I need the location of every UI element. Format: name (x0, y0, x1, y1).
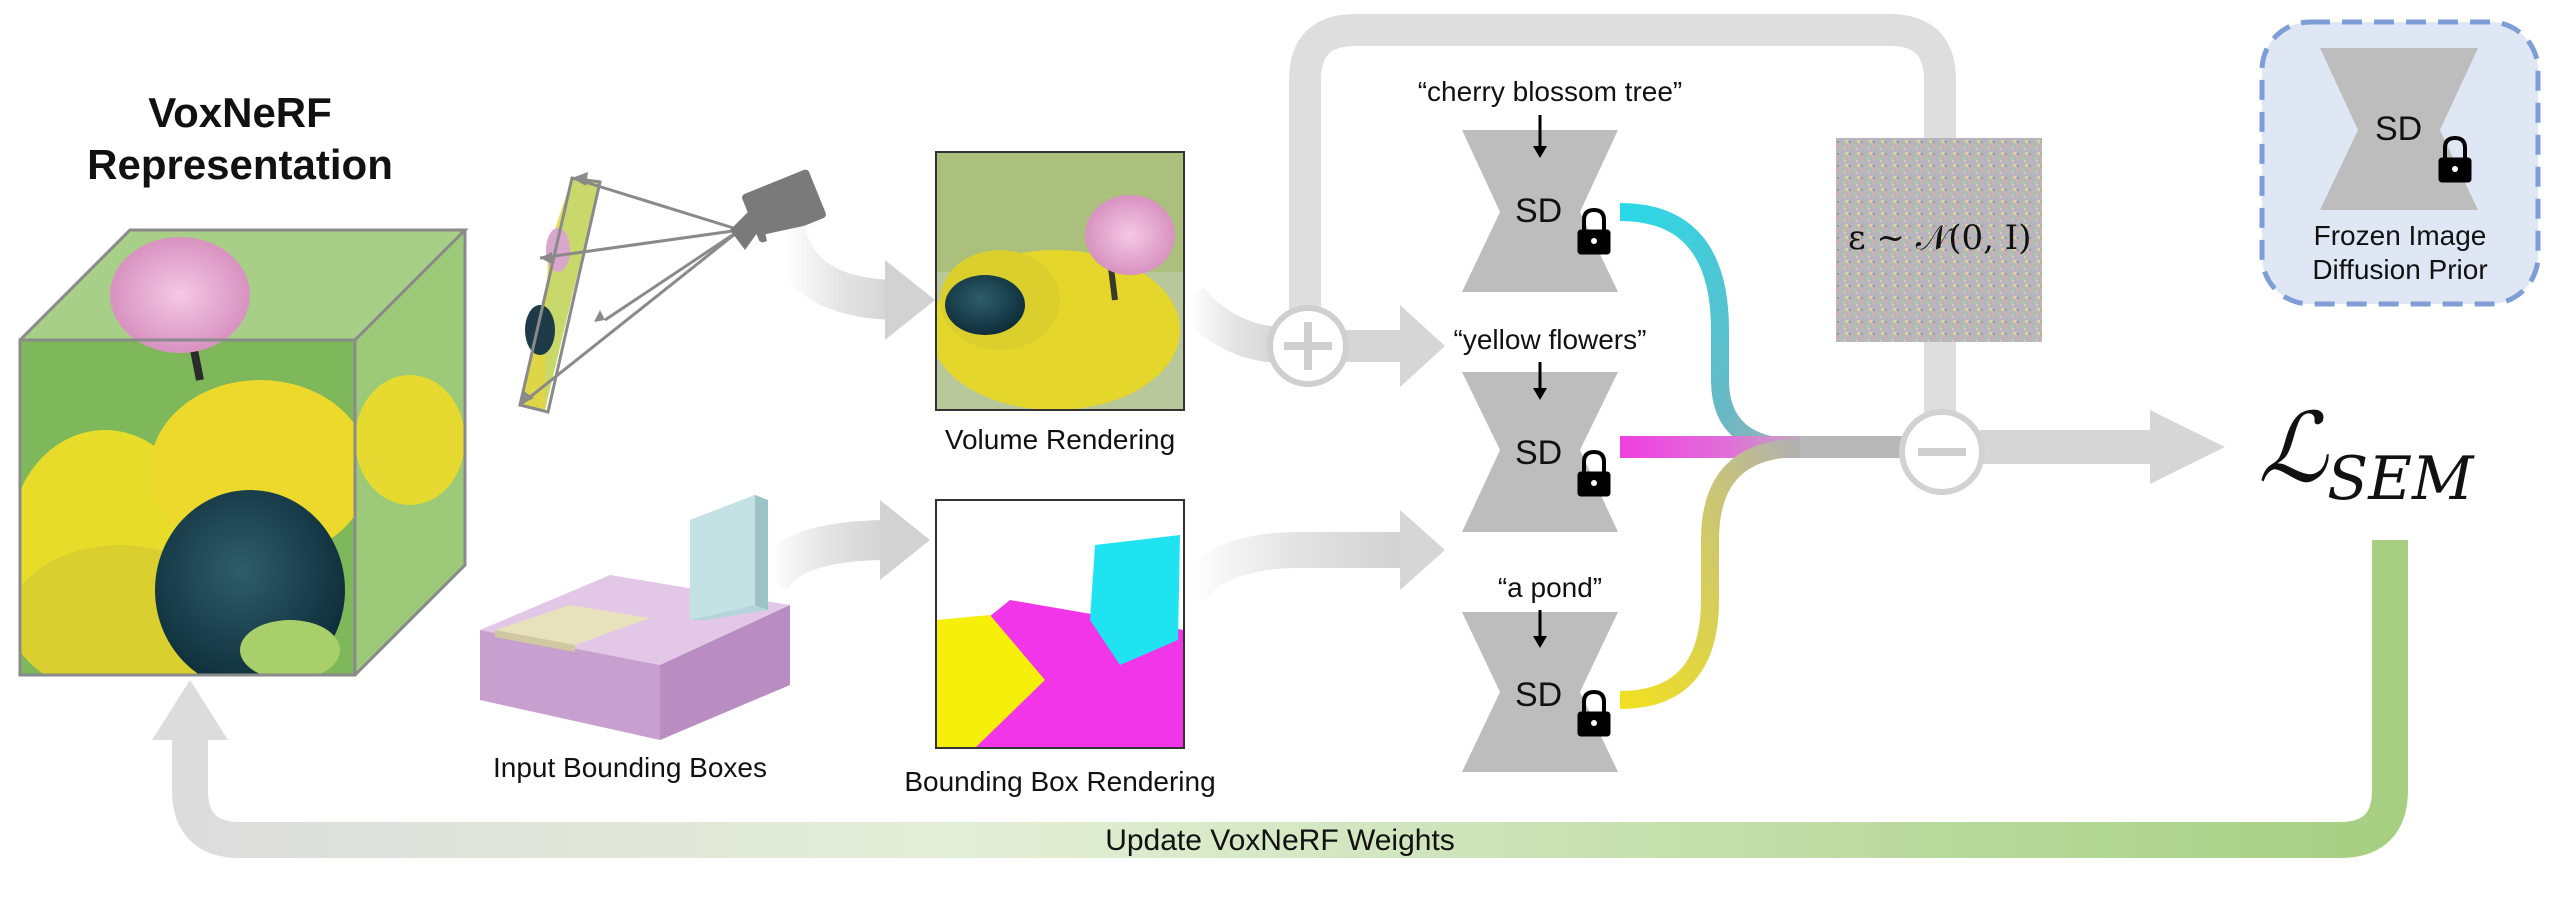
noise-image (1836, 138, 2042, 342)
title-line-1: VoxNeRF (148, 89, 332, 136)
camera-frustum (518, 172, 741, 414)
lock-icon (2438, 135, 2472, 183)
plus-to-sd-arrow (1345, 305, 1445, 387)
prompt-flowers: “yellow flowers” (1453, 324, 1647, 355)
sd-output-curves (1619, 203, 1910, 709)
loss-letter: ℒ (2258, 392, 2328, 504)
minus-to-loss-arrow (1980, 410, 2225, 484)
sd-label-cherry: SD (1515, 192, 1563, 230)
boxes-to-bbrender-arrow (752, 500, 930, 591)
input-bounding-boxes (480, 495, 790, 740)
voxnerf-cube (18, 228, 469, 677)
sd-label-pond: SD (1515, 676, 1563, 714)
prior-caption-line-2: Diffusion Prior (2312, 254, 2488, 285)
volume-rendering-image (935, 151, 1185, 411)
lock-icon (1577, 207, 1611, 255)
prompt-arrows (1533, 115, 1547, 648)
noise-loop-arrow (1289, 14, 1956, 420)
noise-formula: ε ~ 𝒩(0, I) (1848, 218, 2032, 258)
prompt-cherry: “cherry blossom tree” (1417, 76, 1683, 107)
update-weights-caption: Update VoxNeRF Weights (1105, 824, 1455, 857)
title-line-2: Representation (87, 141, 393, 188)
bbrender-to-sd-arrow (1175, 510, 1445, 602)
input-bounding-boxes-caption: Input Bounding Boxes (493, 752, 767, 783)
camera-to-volume-arrow (765, 224, 935, 340)
lock-icon (1577, 449, 1611, 497)
sd-label-flowers: SD (1515, 434, 1563, 472)
prior-caption-line-1: Frozen Image (2313, 220, 2487, 251)
prior-sd-label: SD (2375, 110, 2423, 148)
loss-subscript: SEM (2327, 444, 2474, 514)
update-arrow (152, 540, 2408, 858)
loss-symbol: ℒSEM (2258, 392, 2473, 514)
camera-icon (730, 169, 826, 250)
volume-rendering-caption: Volume Rendering (944, 424, 1176, 455)
lock-icon (1577, 689, 1611, 737)
bounding-box-rendering-caption: Bounding Box Rendering (904, 766, 1216, 797)
prompt-pond: “a pond” (1497, 572, 1603, 603)
plus-icon (1267, 305, 1349, 387)
minus-icon (1899, 409, 1985, 495)
bounding-box-rendering-image (935, 499, 1185, 749)
